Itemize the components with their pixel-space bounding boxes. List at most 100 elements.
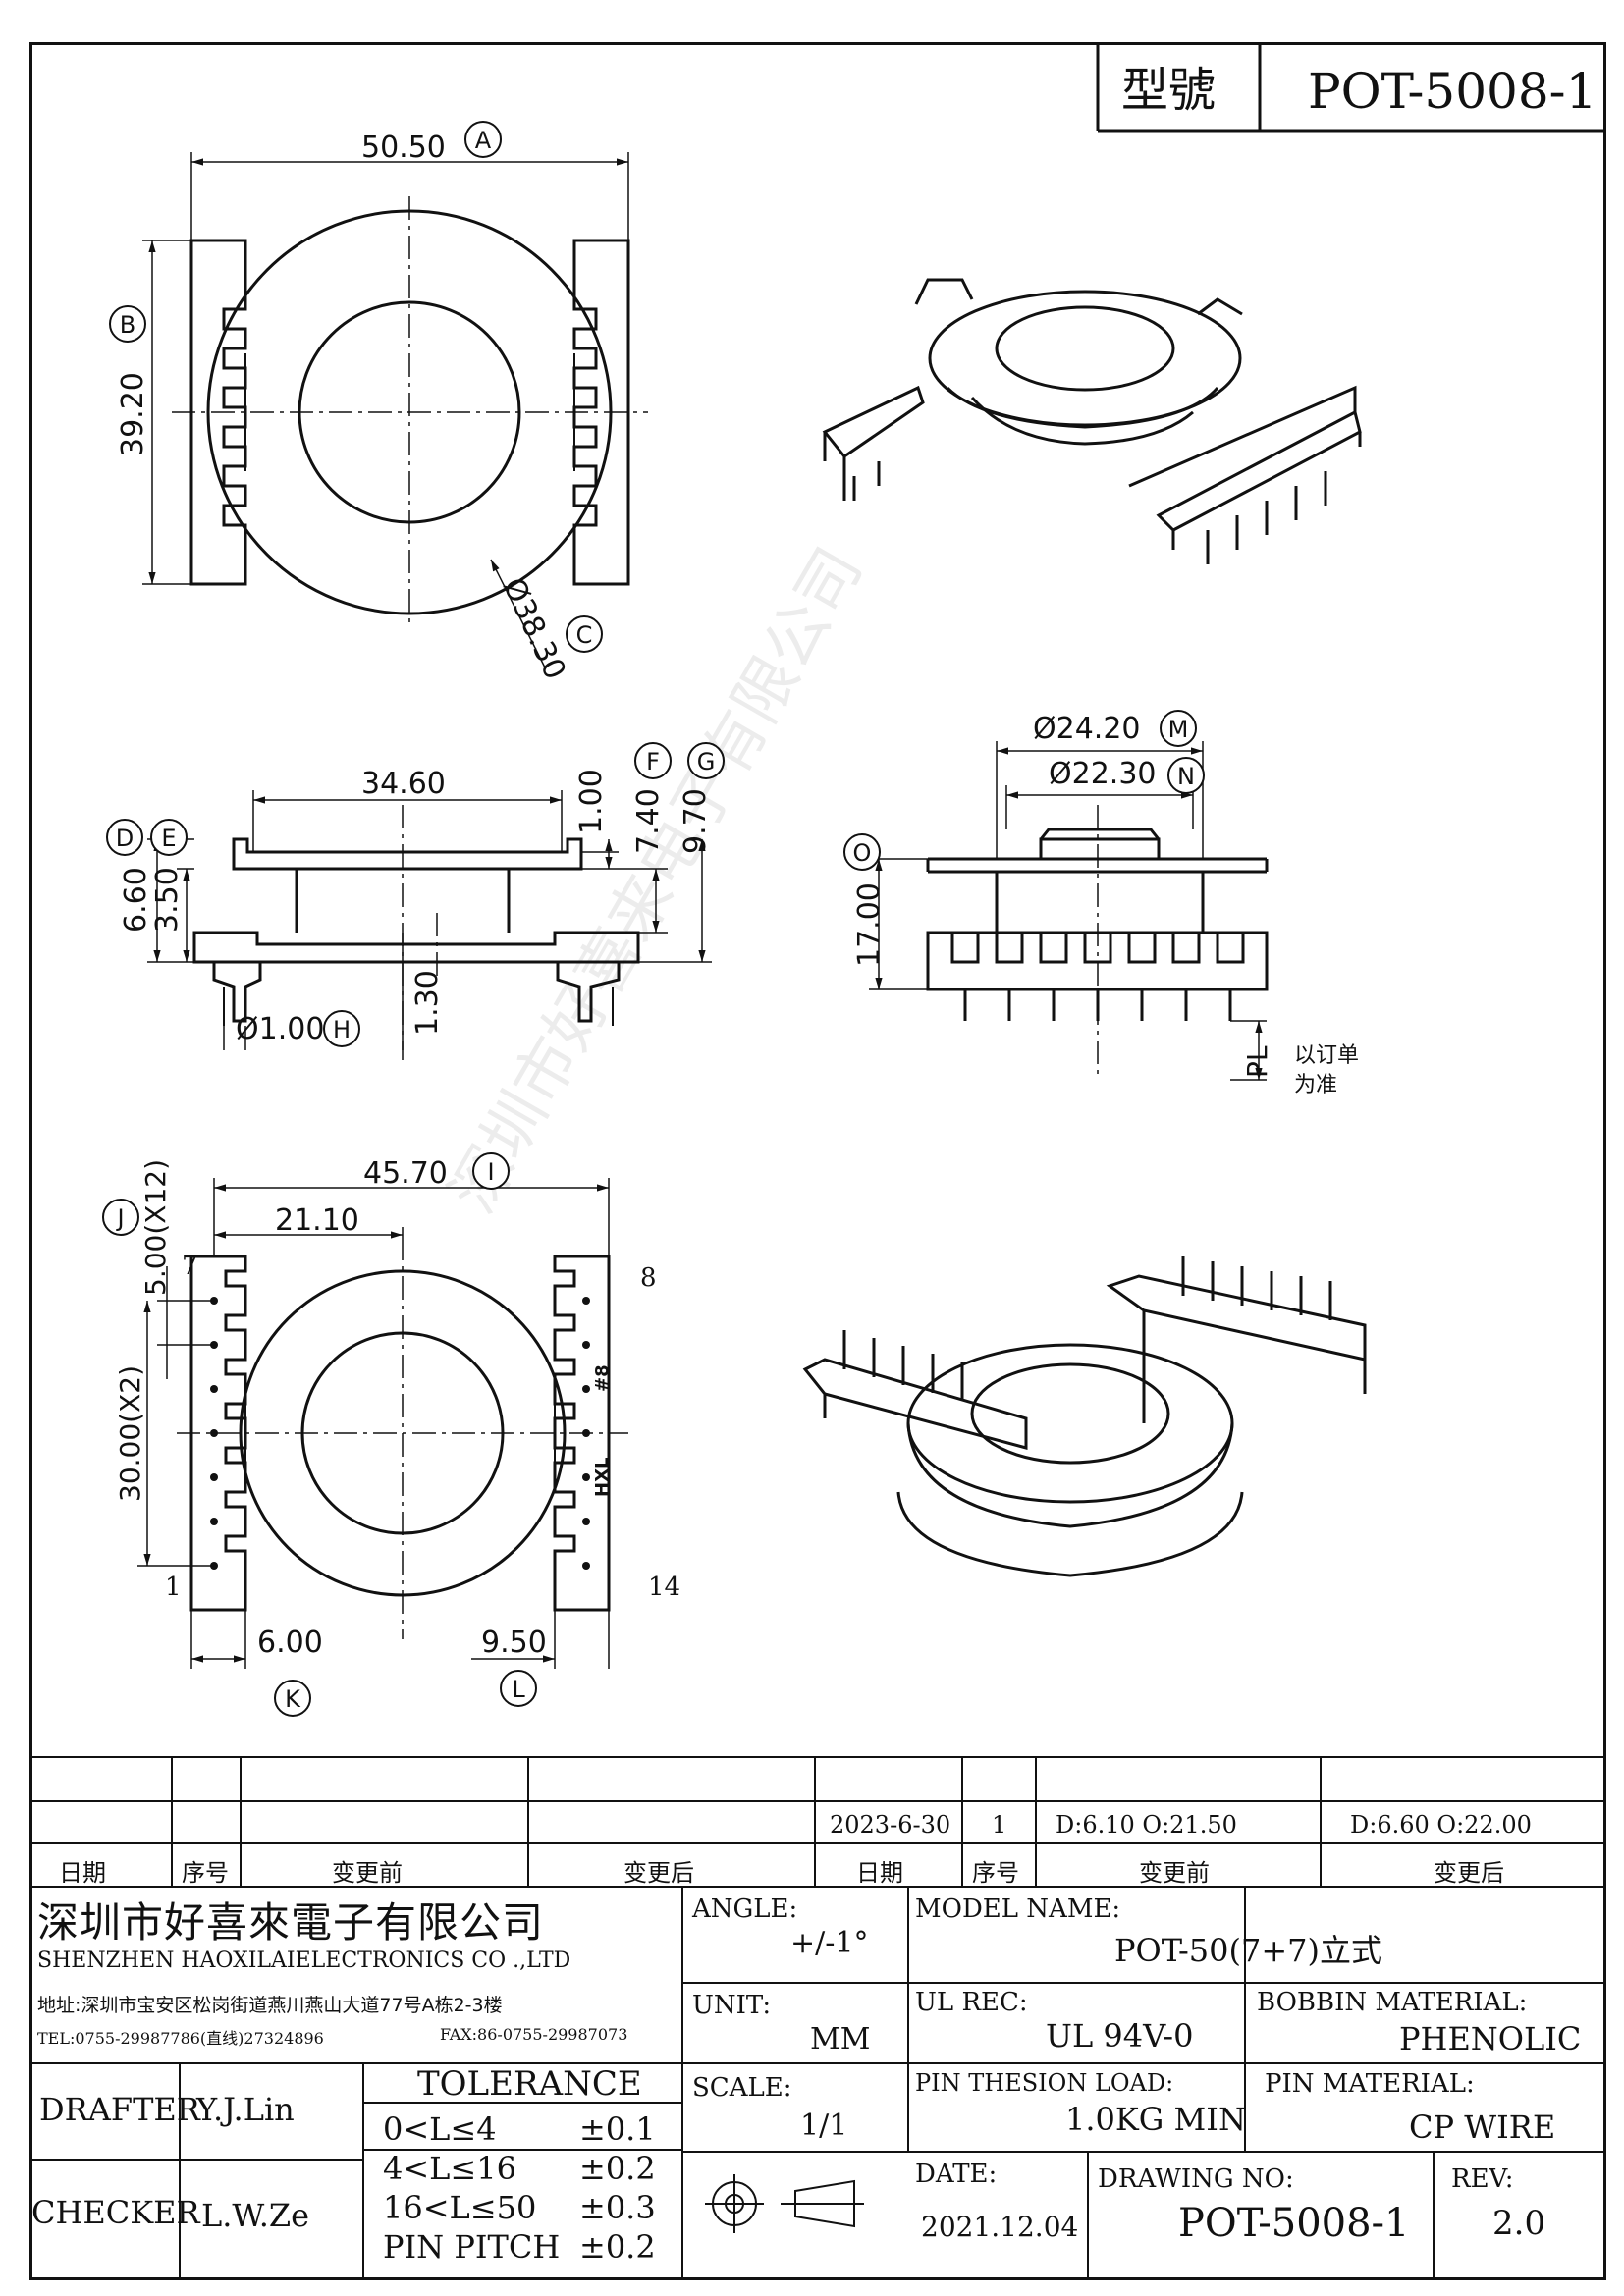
callout-D-ring [106, 819, 143, 856]
dim-O: 17.00 [852, 882, 887, 967]
rev-header-seq-2: 序号 [972, 1859, 1019, 1887]
callout-O: O [853, 839, 872, 867]
dim-L: 9.50 [481, 1626, 547, 1660]
top-view-dimlines [142, 152, 629, 668]
callout-J: J [115, 1204, 124, 1232]
rev-header-date-1: 日期 [59, 1859, 106, 1887]
tolerance-value: ±0.3 [579, 2189, 656, 2226]
model-name-value: POT-50(7+7)立式 [1114, 1932, 1383, 1969]
callout-M-ring [1160, 710, 1197, 747]
rev-seq: 1 [992, 1811, 1007, 1839]
dim-J2: 30.00(X2) [114, 1365, 146, 1502]
company-fax: FAX:86-0755-29987073 [440, 2025, 628, 2044]
pl-note-1: 以订单 [1294, 1043, 1359, 1068]
angle-label: ANGLE: [692, 1895, 798, 1924]
dim-N: Ø22.30 [1049, 757, 1157, 791]
rev-date: 2023-6-30 [830, 1811, 951, 1839]
callout-J-ring [102, 1199, 139, 1236]
pin-material-value: CP WIRE [1409, 2109, 1556, 2146]
callout-N-ring [1167, 757, 1205, 794]
drafter-value: Y.J.Lin [196, 2091, 295, 2128]
rev-header-seq-1: 序号 [182, 1859, 229, 1887]
callout-E-ring [150, 819, 188, 856]
angle-value: +/-1° [790, 1926, 869, 1960]
callout-H-ring [323, 1010, 360, 1047]
dim-I: 45.70 [363, 1156, 448, 1191]
iso-view-top-pins [852, 461, 1327, 564]
tolerance-title: TOLERANCE [417, 2064, 642, 2104]
marking-hxl: HXL [592, 1458, 613, 1497]
dim-346: 34.60 [361, 767, 446, 801]
bottom-table-grid [29, 1756, 1606, 2280]
company-tel: TEL:0755-29987786(直线)27324896 [37, 2029, 324, 2048]
callout-O-ring [843, 833, 881, 871]
tolerance-range: 16<L≤50 [383, 2189, 537, 2226]
pin-label-8: 8 [640, 1263, 657, 1293]
model-label: 型號 [1121, 63, 1216, 118]
callout-K-ring [274, 1680, 311, 1717]
dim-I-sub: 21.10 [275, 1203, 359, 1238]
pin-load-label: PIN THESION LOAD: [915, 2069, 1174, 2097]
dim-FG: 7.40 [631, 788, 666, 854]
title-block [1096, 42, 1606, 133]
drawing-no-label: DRAWING NO: [1098, 2164, 1294, 2194]
callout-L: L [512, 1676, 525, 1703]
callout-I-ring [472, 1152, 510, 1190]
callout-L-ring [500, 1670, 537, 1707]
tolerance-value: ±0.1 [579, 2110, 656, 2148]
callout-D: D [116, 825, 134, 852]
tolerance-range: PIN PITCH [383, 2228, 561, 2266]
front-view-dimlines [869, 741, 1267, 1081]
rev-header-date-2: 日期 [856, 1859, 903, 1887]
callout-I: I [487, 1158, 494, 1186]
top-view-centerlines [172, 196, 648, 628]
tolerance-value: ±0.2 [579, 2150, 656, 2187]
marking-num: #8 [592, 1364, 613, 1392]
unit-value: MM [810, 2022, 871, 2056]
rev-header-before-2: 变更前 [1139, 1859, 1210, 1887]
callout-E: E [161, 825, 176, 852]
iso-view-bottom-pins [842, 1256, 1332, 1401]
checker-value: L.W.Ze [201, 2197, 310, 2234]
rev-label: REV: [1451, 2164, 1514, 2194]
dim-A: 50.50 [361, 131, 446, 165]
pin-material-label: PIN MATERIAL: [1265, 2069, 1475, 2099]
callout-H: H [333, 1016, 351, 1043]
callout-B-ring [109, 305, 146, 343]
bobbin-material-value: PHENOLIC [1399, 2020, 1582, 2057]
rev-value: 2.0 [1492, 2204, 1546, 2243]
side-view [192, 837, 640, 1026]
dim-G: 9.70 [678, 788, 713, 854]
pin-label-14: 14 [648, 1573, 680, 1602]
date-label: DATE: [915, 2160, 998, 2189]
pl-note-2: 为准 [1294, 1073, 1337, 1097]
rev-header-after-2: 变更后 [1434, 1859, 1504, 1887]
dim-D: 6.60 [119, 867, 153, 933]
drawing-no-value: POT-5008-1 [1178, 2201, 1410, 2246]
rev-after: D:6.60 O:22.00 [1350, 1811, 1532, 1839]
callout-M: M [1168, 716, 1189, 743]
dim-H: Ø1.00 [236, 1012, 324, 1046]
page-border [29, 42, 1606, 2280]
callout-A-ring [464, 121, 502, 158]
pin-load-value: 1.0KG MIN [1065, 2101, 1246, 2138]
callout-C-ring [566, 615, 603, 653]
dim-E: 3.50 [150, 867, 185, 933]
iso-view-bottom [802, 1274, 1367, 1577]
iso-view-top [822, 278, 1362, 550]
bottom-view-dimlines [137, 1178, 610, 1669]
company-name-en: SHENZHEN HAOXILAIELECTRONICS CO .,LTD [37, 1949, 571, 1973]
pin-label-1: 1 [165, 1573, 182, 1602]
dim-F: 1.00 [574, 769, 609, 834]
callout-A: A [475, 127, 492, 154]
rev-header-before-1: 变更前 [332, 1859, 403, 1887]
callout-G-ring [687, 742, 725, 779]
callout-N: N [1177, 763, 1195, 790]
dim-130: 1.30 [410, 970, 445, 1036]
bottom-view-centerlines [177, 1237, 628, 1639]
front-view [926, 828, 1269, 991]
checker-label: CHECKER [31, 2194, 200, 2231]
dim-M: Ø24.20 [1033, 712, 1141, 746]
